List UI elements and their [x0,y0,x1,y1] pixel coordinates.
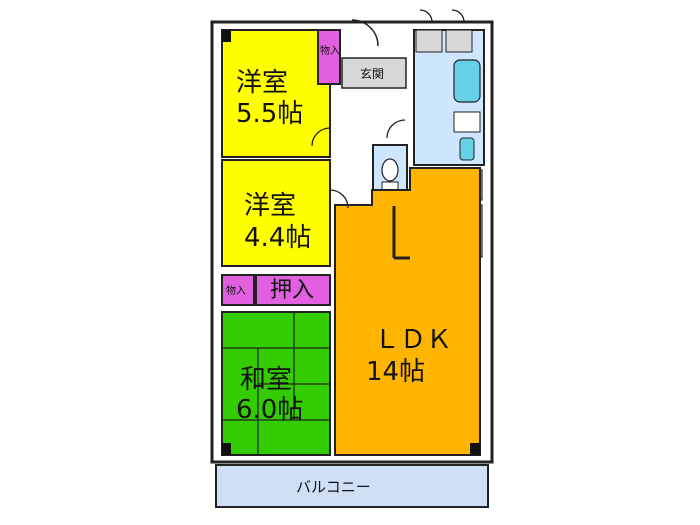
room-western-5-5-name: 洋室 [236,68,288,98]
oshiire-label: 押入 [270,278,314,303]
entrance [341,57,407,89]
pillar [470,443,480,455]
closet-small-label: 物入 [226,284,246,297]
closet-top [317,29,341,85]
balcony [215,464,489,508]
room-japanese-size: 6.0帖 [236,395,303,425]
room-western-4-4-size: 4.4帖 [244,223,311,253]
entrance-label: 玄関 [360,66,384,81]
sink-icon [459,137,475,161]
storage-box [415,29,443,53]
storage-box [445,29,473,53]
entrance-door-swing [351,19,379,47]
room-ldk [334,167,481,456]
pillar [222,30,231,42]
closet-top-label: 物入 [320,44,340,57]
room-western-4-4 [221,159,331,267]
balcony-label: バルコニー [296,478,371,496]
room-western-4-4-name: 洋室 [244,191,296,221]
oshiire [255,274,331,306]
room-western-5-5 [221,29,331,158]
room-western-5-5-size: 5.5帖 [236,99,303,129]
toilet-icon [381,158,399,182]
washer-icon [453,111,481,133]
room-ldk-name: ＬＤＫ [374,325,452,355]
pillar [222,443,231,455]
bathtub-icon [453,59,481,103]
room-japanese-name: 和室 [240,365,292,395]
room-ldk-size: 14帖 [366,357,425,387]
closet-small [221,274,255,306]
